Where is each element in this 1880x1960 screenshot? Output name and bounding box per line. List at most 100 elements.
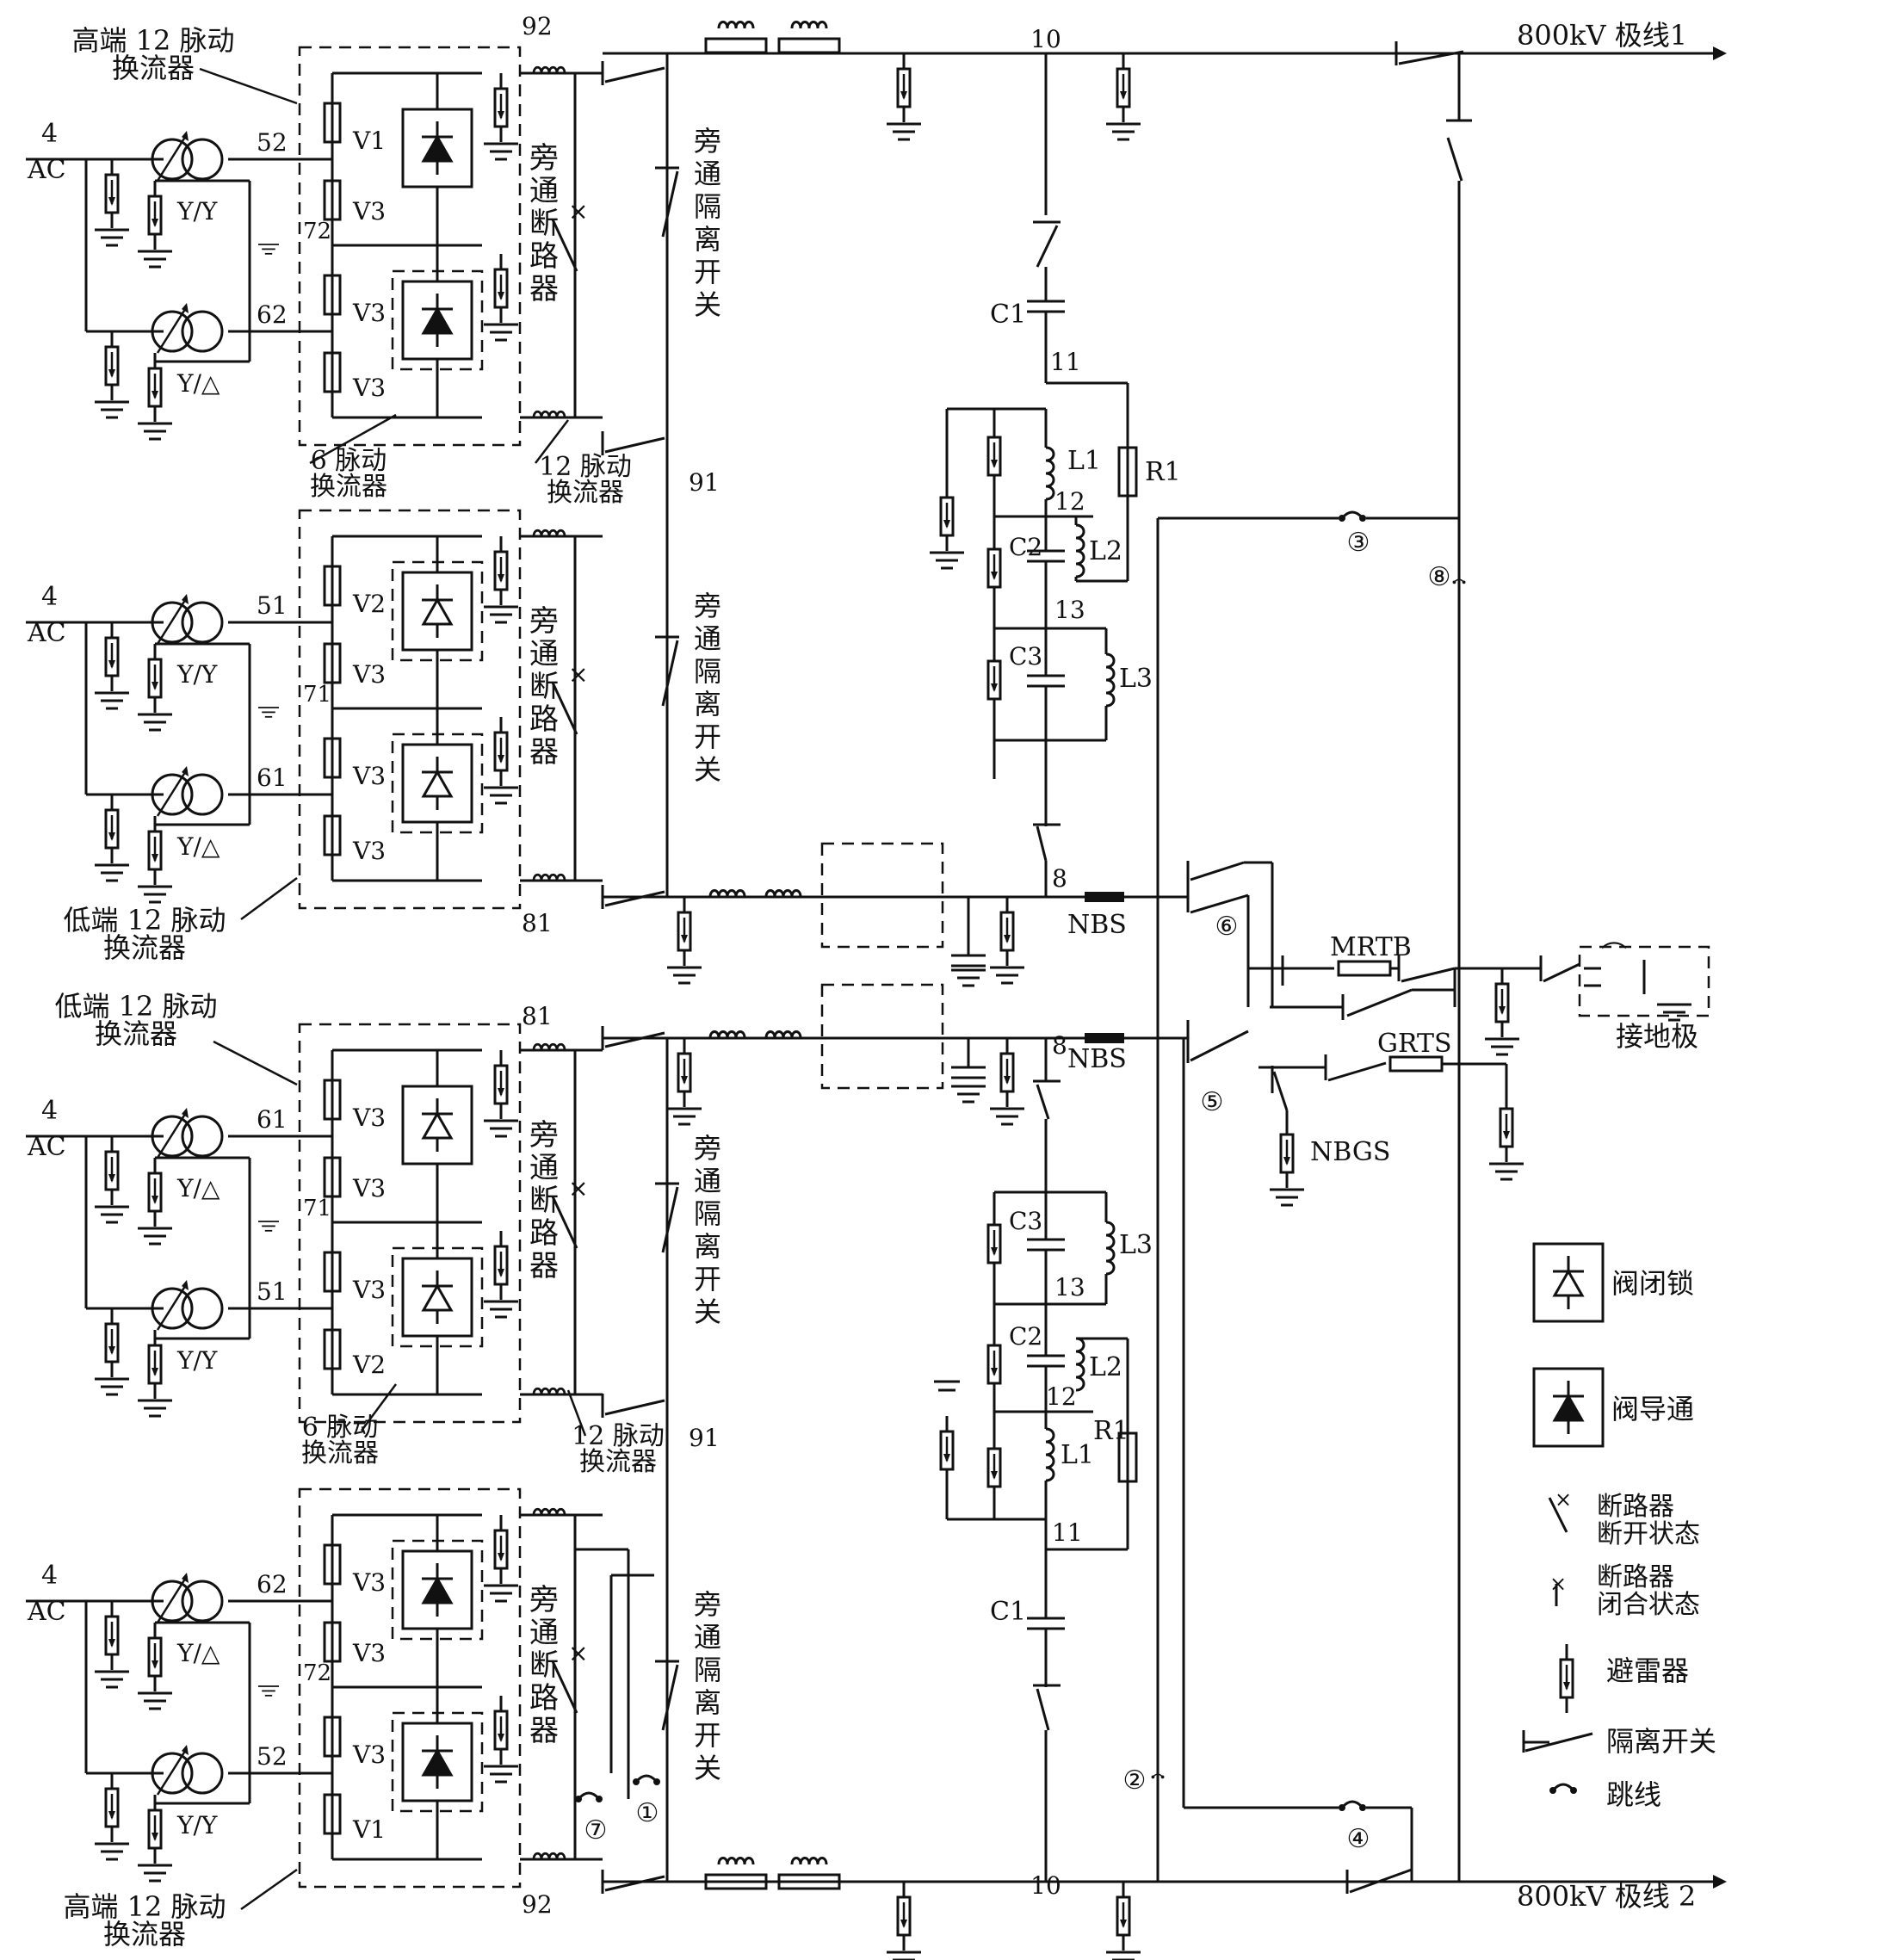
jumper-3-label: ③	[1347, 528, 1370, 558]
legend-disconnector: 隔离开关	[1606, 1725, 1716, 1758]
ac-arrester-icon	[147, 1621, 163, 1693]
node-label: 91	[689, 1424, 720, 1452]
ground-icon	[93, 691, 131, 710]
valve-element	[323, 1621, 342, 1663]
bypass-breaker-label: 旁	[529, 141, 559, 176]
smoothing-reactor-coil-icon	[717, 1856, 755, 1866]
valve-element	[323, 565, 342, 607]
twelve-pulse-label: 换流器	[579, 1447, 657, 1477]
neutral-capacitor-box	[820, 983, 944, 1090]
bypass-switch-label: 旁	[694, 1132, 721, 1165]
valve-label: V2	[352, 590, 386, 618]
valve-element	[323, 1543, 342, 1586]
l2-label: L2	[1089, 536, 1122, 566]
breaker-x-icon: ×	[568, 197, 588, 226]
disconnector-blade	[1190, 861, 1245, 881]
converter-arrester-icon	[493, 1513, 509, 1586]
jumper-5-label: ⑤	[1201, 1087, 1224, 1117]
converter-arrester-icon	[493, 252, 509, 325]
smoothing-reactor-box	[704, 1873, 768, 1890]
valve-element	[323, 102, 342, 144]
ground-icon	[257, 1220, 281, 1233]
converter-frame	[298, 509, 522, 910]
smoothing-reactor-box	[777, 37, 841, 54]
converter-transformer-icon	[151, 592, 224, 646]
ground-icon	[988, 966, 1026, 985]
six-pulse-label: 6 脉动	[311, 446, 387, 476]
converter-transformer-icon	[151, 1278, 224, 1332]
nbs-breaker-icon	[1085, 892, 1124, 902]
leader-line	[566, 1389, 587, 1437]
converter-transformer-icon	[151, 129, 224, 182]
l1-label: L1	[1067, 446, 1101, 476]
disconnector-blade	[604, 1031, 665, 1048]
bypass-breaker-blade	[551, 1660, 578, 1714]
ground-icon	[136, 1399, 174, 1418]
ac-arrester-icon	[104, 1599, 120, 1672]
bypass-switch-label: 开	[694, 256, 721, 288]
pole1-label: 800kV 极线1	[1517, 19, 1687, 52]
breaker-x-icon: ×	[568, 1639, 588, 1667]
ac-arrester-icon	[147, 351, 163, 424]
valve-element	[323, 1079, 342, 1121]
transformer-type-label: Y/Y	[176, 660, 218, 689]
valve-label: V3	[352, 1276, 386, 1304]
bypass-breaker-label: 器	[529, 1714, 559, 1748]
legend-valve-conducting: 阀导通	[1611, 1393, 1694, 1425]
bypass-switch-label: 旁	[694, 1588, 721, 1621]
filter-arrester-icon	[986, 420, 1002, 492]
bypass-switch-label: 隔	[694, 1654, 721, 1686]
ground-icon	[1487, 1162, 1525, 1181]
twelve-pulse-label: 12 脉动	[572, 1421, 665, 1451]
legend-breaker-closed: 断路器	[1597, 1562, 1674, 1592]
valve-label: V1	[352, 127, 386, 155]
ground-icon	[136, 422, 174, 441]
legend-breaker-open: 断路器	[1597, 1492, 1674, 1522]
valve-element	[323, 737, 342, 779]
twelve-pulse-label: 12 脉动	[539, 452, 632, 482]
valve-element	[323, 1716, 342, 1758]
valve-label: V2	[352, 1351, 386, 1379]
legend-arrester: 避雷器	[1606, 1654, 1689, 1687]
ac-arrester-icon	[104, 158, 120, 230]
inductor-l1-icon	[1044, 1427, 1055, 1482]
leader-line	[360, 1383, 398, 1431]
jumper-4-icon	[1337, 1800, 1368, 1813]
ground-icon	[1483, 1037, 1521, 1056]
bypass-switch-label: 旁	[694, 590, 721, 622]
jumper-3-icon	[1337, 510, 1368, 523]
disconnector-blade	[1036, 1688, 1050, 1731]
jumper-symbol-icon: ⌒	[1601, 941, 1627, 971]
node-label: 10	[1030, 25, 1061, 53]
bypass-switch-label: 离	[694, 1686, 721, 1719]
bypass-switch-label: 隔	[694, 190, 721, 223]
neutral-arrester-icon	[677, 895, 692, 968]
filter-arrester-icon	[939, 480, 955, 553]
valve-element	[323, 351, 342, 393]
ground-icon	[1104, 122, 1142, 141]
valve-label: V3	[352, 1741, 386, 1769]
disconnector-blade	[661, 170, 679, 238]
ground-electrode-label: 接地极	[1616, 1020, 1698, 1053]
ground-icon	[93, 228, 131, 247]
leader-line	[535, 419, 569, 464]
resistor-r1	[1117, 1431, 1138, 1483]
node-label: 12	[1046, 1382, 1077, 1411]
jumper-4-label: ④	[1347, 1824, 1370, 1854]
node-label: 11	[1050, 348, 1081, 376]
ground-icon	[949, 968, 987, 987]
ac-arrester-icon	[147, 1793, 163, 1865]
r1-label: R1	[1093, 1416, 1129, 1446]
valve-conducting-icon	[401, 1549, 473, 1630]
c1-label: C1	[990, 300, 1026, 330]
node-label: 51	[257, 1277, 288, 1306]
valve-group-frame	[391, 733, 484, 834]
transformer-type-label: Y/Y	[176, 1811, 218, 1839]
bypass-switch-label: 关	[694, 753, 721, 786]
converter-arrester-icon	[493, 535, 509, 607]
ground-icon	[93, 863, 131, 882]
valve-element	[323, 1156, 342, 1198]
valve-blocked-icon	[401, 1257, 473, 1338]
converter-transformer-icon	[151, 1106, 224, 1159]
pole-arrester-icon	[1116, 52, 1131, 124]
